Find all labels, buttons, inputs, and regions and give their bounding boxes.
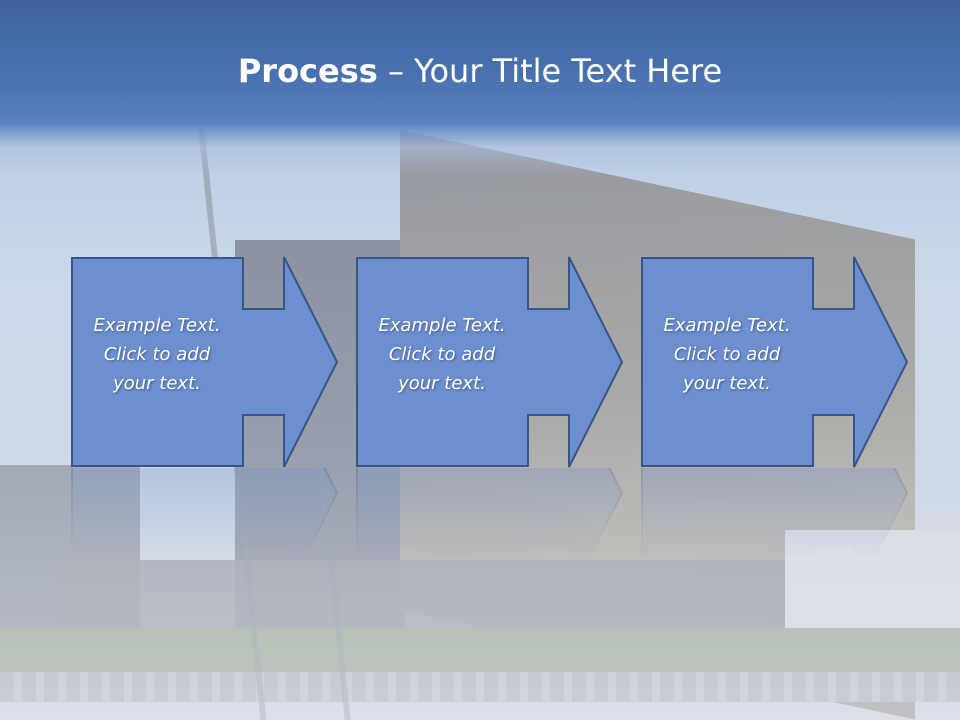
process-step-1[interactable]: Example Text. Click to add your text. bbox=[71, 256, 341, 598]
step-text-line: Click to add bbox=[388, 344, 496, 365]
step-text-line: Example Text. bbox=[93, 315, 221, 336]
step-text[interactable]: Example Text. Click to add your text. bbox=[641, 311, 813, 398]
step-text-line: your text. bbox=[113, 373, 201, 394]
step-text-line: your text. bbox=[683, 373, 771, 394]
step-reflection bbox=[641, 468, 911, 598]
step-text-line: your text. bbox=[398, 373, 486, 394]
step-text-line: Click to add bbox=[103, 344, 211, 365]
title-bar bbox=[0, 0, 960, 175]
process-arrow-shape bbox=[641, 256, 909, 468]
step-text-line: Click to add bbox=[673, 344, 781, 365]
step-text-line: Example Text. bbox=[663, 315, 791, 336]
title-rest: – Your Title Text Here bbox=[377, 52, 723, 90]
title-bold-part: Process bbox=[237, 52, 378, 90]
slide-title[interactable]: Process – Your Title Text Here bbox=[0, 52, 960, 90]
step-text-line: Example Text. bbox=[378, 315, 506, 336]
step-text[interactable]: Example Text. Click to add your text. bbox=[356, 311, 528, 398]
process-step-2[interactable]: Example Text. Click to add your text. bbox=[356, 256, 626, 598]
step-text[interactable]: Example Text. Click to add your text. bbox=[71, 311, 243, 398]
process-arrow-shape bbox=[356, 256, 624, 468]
step-reflection bbox=[71, 468, 341, 598]
step-reflection bbox=[356, 468, 626, 598]
process-arrow-shape bbox=[71, 256, 339, 468]
process-step-3[interactable]: Example Text. Click to add your text. bbox=[641, 256, 911, 598]
